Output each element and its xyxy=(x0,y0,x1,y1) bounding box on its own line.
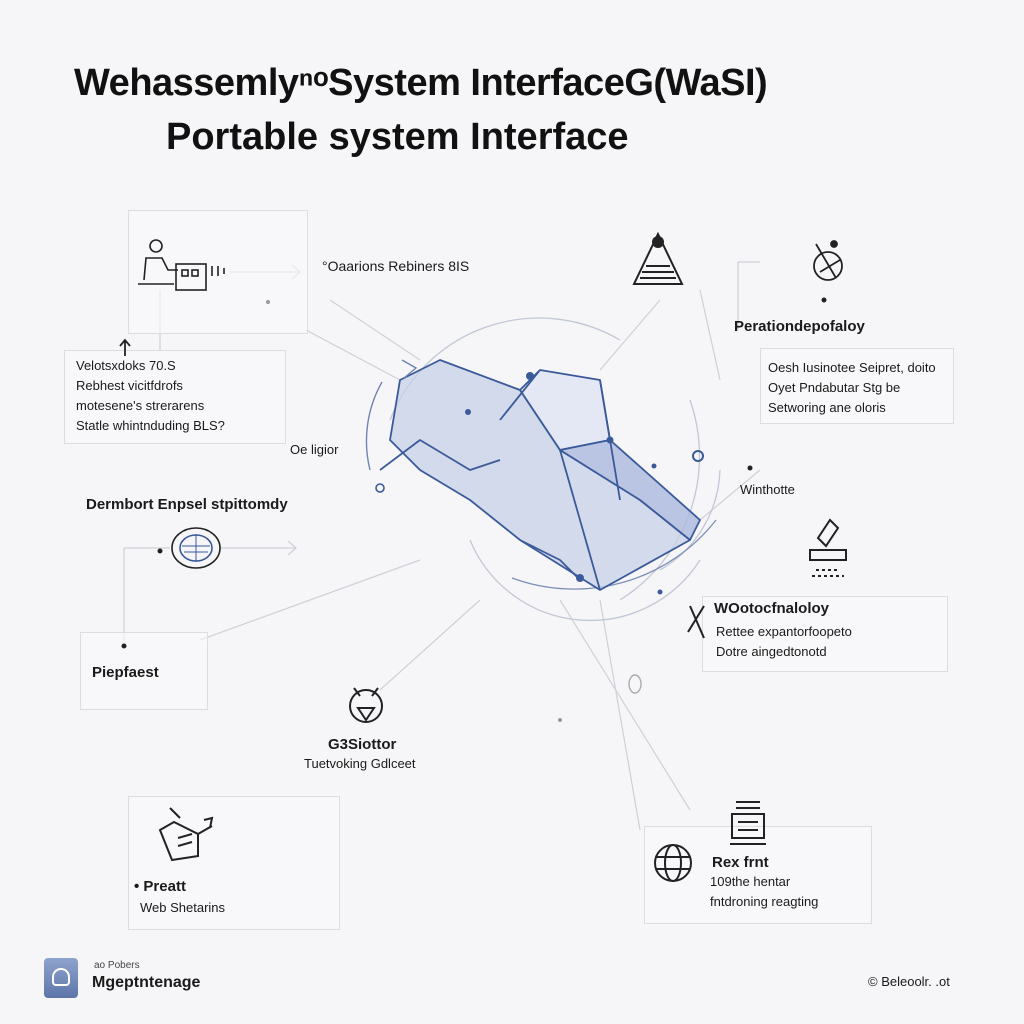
node-label-left-lower: Piepfaest xyxy=(92,664,159,681)
node-subtitle-bottom-left: Web Shetarins xyxy=(140,900,226,915)
node-label-right-mid: Winthotte xyxy=(740,482,795,497)
warning-triangle-icon xyxy=(630,230,686,288)
node-box-right-top xyxy=(760,348,954,424)
footer-brand-name: Mgeptntenage xyxy=(92,974,201,991)
shield-cat-icon xyxy=(346,680,386,728)
arrow-up-icon xyxy=(118,338,132,358)
node-text-right-top: Oesh Iusinotee Seipret, doito Oyet Pndab… xyxy=(768,360,936,415)
node-title-right-mid: WOotocfnaloloy xyxy=(714,600,829,617)
node-title-bottom-center: G3Siottor xyxy=(328,736,397,753)
node-title-right-top: Perationdepofaloy xyxy=(734,318,865,335)
globe-badge-icon xyxy=(168,522,224,574)
brand-logo-icon xyxy=(44,958,78,998)
node-text-left-upper: Velotsxdoks 70.S Rebhest vicitfdrofs mot… xyxy=(76,358,225,433)
node-label-left-mid: Oe ligior xyxy=(290,442,339,457)
node-title-bottom-left: • Preatt xyxy=(134,878,186,895)
node-title-bottom-right: Rex frnt xyxy=(712,854,769,871)
node-text-right-mid: Rettee expantorfoopeto Dotre aingedtonot… xyxy=(716,624,852,659)
node-subtitle-bottom-center: Tuetvoking Gdlceet xyxy=(304,756,416,771)
node-label-top-center: °Oaarions Rebiners 8IS xyxy=(322,258,470,274)
hammer-tool-icon xyxy=(806,516,850,580)
document-tool-icon xyxy=(154,804,224,864)
pin-marker-icon xyxy=(626,672,644,696)
node-heading-left: Dermbort Enpsel stpittomdy xyxy=(86,496,288,513)
page-subtitle: Portable system Interface xyxy=(166,116,629,158)
footer-brand-small: ao Pobers xyxy=(94,960,140,971)
node-box-bottom-left xyxy=(128,796,340,930)
node-box-left-upper xyxy=(64,350,286,444)
worker-desk-icon xyxy=(134,236,234,296)
node-text-bottom-right: 109the hentar fntdroning reagting xyxy=(710,874,819,909)
footer-copyright: © Beleoolr. .ot xyxy=(868,974,950,989)
server-printer-icon xyxy=(726,796,770,852)
node-box-right-mid xyxy=(702,596,948,672)
node-box-bottom-right xyxy=(644,826,872,924)
page-title: WehassemlyⁿᵒSystem InterfaceG(WaSI) xyxy=(74,62,768,104)
node-box-left-lower xyxy=(80,632,208,710)
network-node-icon xyxy=(806,240,850,290)
cross-mark-icon xyxy=(686,602,708,642)
globe-icon xyxy=(652,842,694,884)
